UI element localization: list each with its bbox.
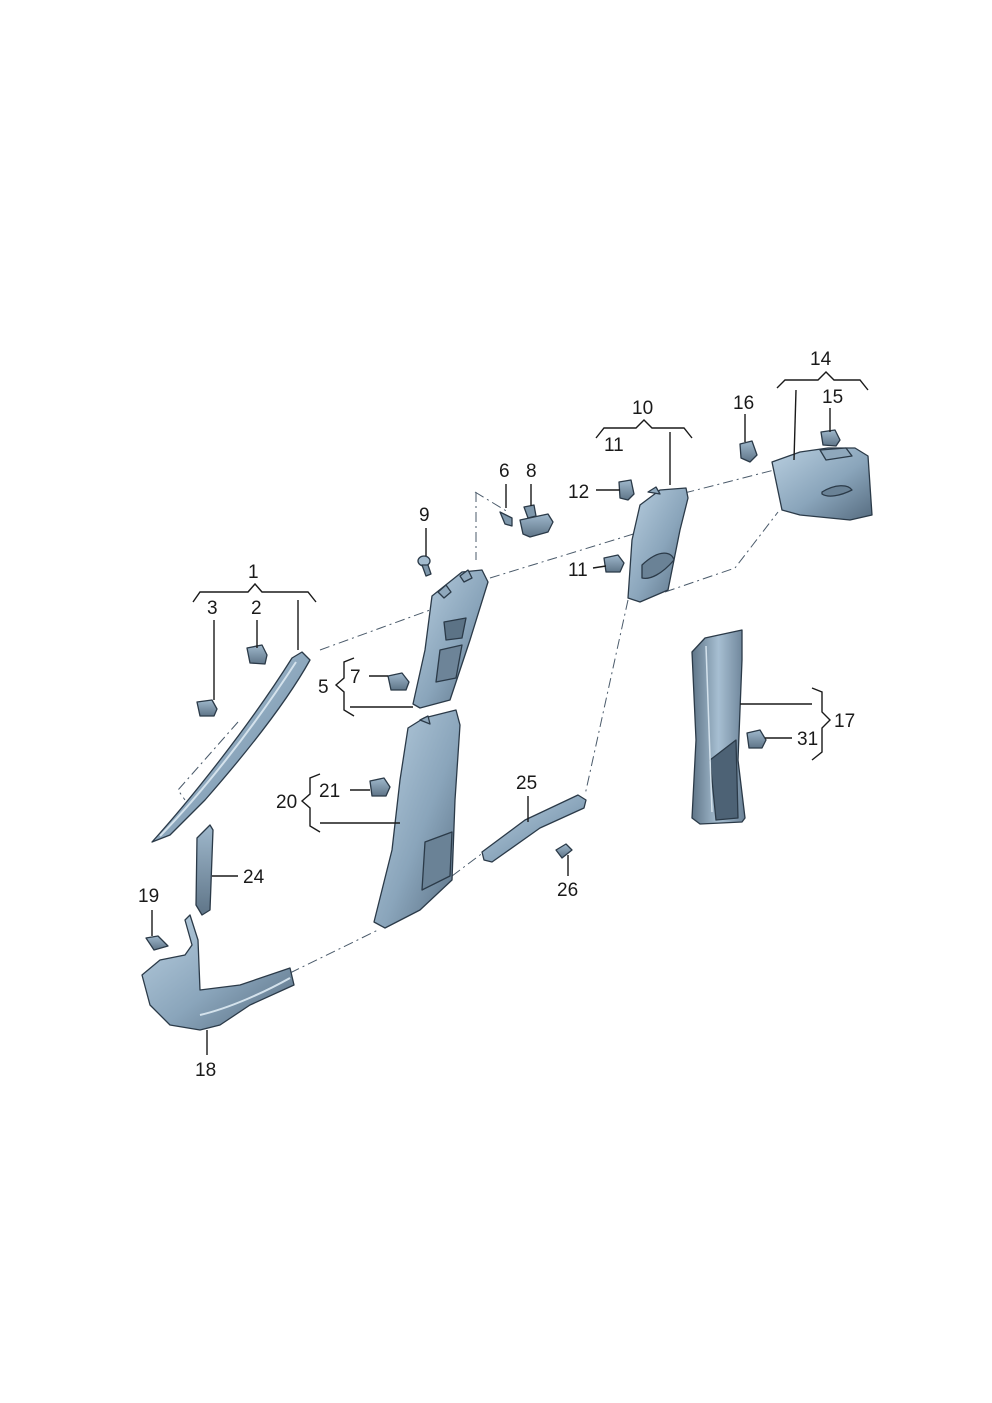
label-21: 21 [319, 781, 340, 802]
clip-12 [618, 479, 635, 501]
label-20: 20 [276, 792, 297, 813]
label-24: 24 [243, 867, 265, 888]
label-19: 19 [138, 886, 159, 907]
label-8: 8 [526, 461, 537, 482]
clip-19 [145, 935, 169, 951]
clip-11a [603, 554, 625, 573]
label-11-top: 11 [604, 435, 624, 456]
rear-pillar-trim [691, 629, 746, 825]
label-26: 26 [557, 880, 578, 901]
b-pillar-lower-trim [627, 486, 689, 603]
clip-26 [555, 843, 573, 859]
clip-21 [369, 777, 391, 797]
label-1: 1 [248, 562, 259, 583]
label-25: 25 [516, 773, 537, 794]
label-31: 31 [797, 729, 818, 750]
label-3: 3 [207, 598, 218, 619]
clip-15 [820, 429, 841, 447]
part-number-labels: 1 2 3 5 6 7 8 9 10 11 11 12 14 15 16 17 … [138, 349, 855, 1081]
sill-strip-25 [481, 794, 587, 863]
label-2: 2 [251, 598, 262, 619]
clip-2 [246, 644, 268, 665]
clip-31 [746, 729, 767, 749]
label-11-side: 11 [568, 560, 588, 581]
clip-7 [387, 672, 410, 691]
label-15: 15 [822, 387, 843, 408]
label-5: 5 [318, 677, 329, 698]
label-18: 18 [195, 1060, 216, 1081]
leader-lines [151, 371, 869, 1055]
label-7: 7 [350, 667, 361, 688]
screw-9 [417, 555, 432, 577]
b-pillar-lower-central-trim [373, 709, 461, 929]
label-16: 16 [733, 393, 754, 414]
label-14: 14 [810, 349, 832, 370]
screw-6 [499, 511, 513, 527]
label-9: 9 [419, 505, 430, 526]
clip-16 [739, 440, 758, 463]
label-10: 10 [632, 398, 653, 419]
label-17: 17 [834, 711, 855, 732]
b-pillar-upper-trim [412, 569, 489, 709]
clip-3 [196, 699, 218, 717]
strip-24 [195, 824, 214, 916]
label-6: 6 [499, 461, 510, 482]
c-pillar-trim [771, 447, 873, 521]
kick-panel-18 [141, 914, 295, 1031]
a-pillar-trim [151, 651, 311, 843]
label-12: 12 [568, 482, 589, 503]
cover-8 [519, 504, 554, 538]
